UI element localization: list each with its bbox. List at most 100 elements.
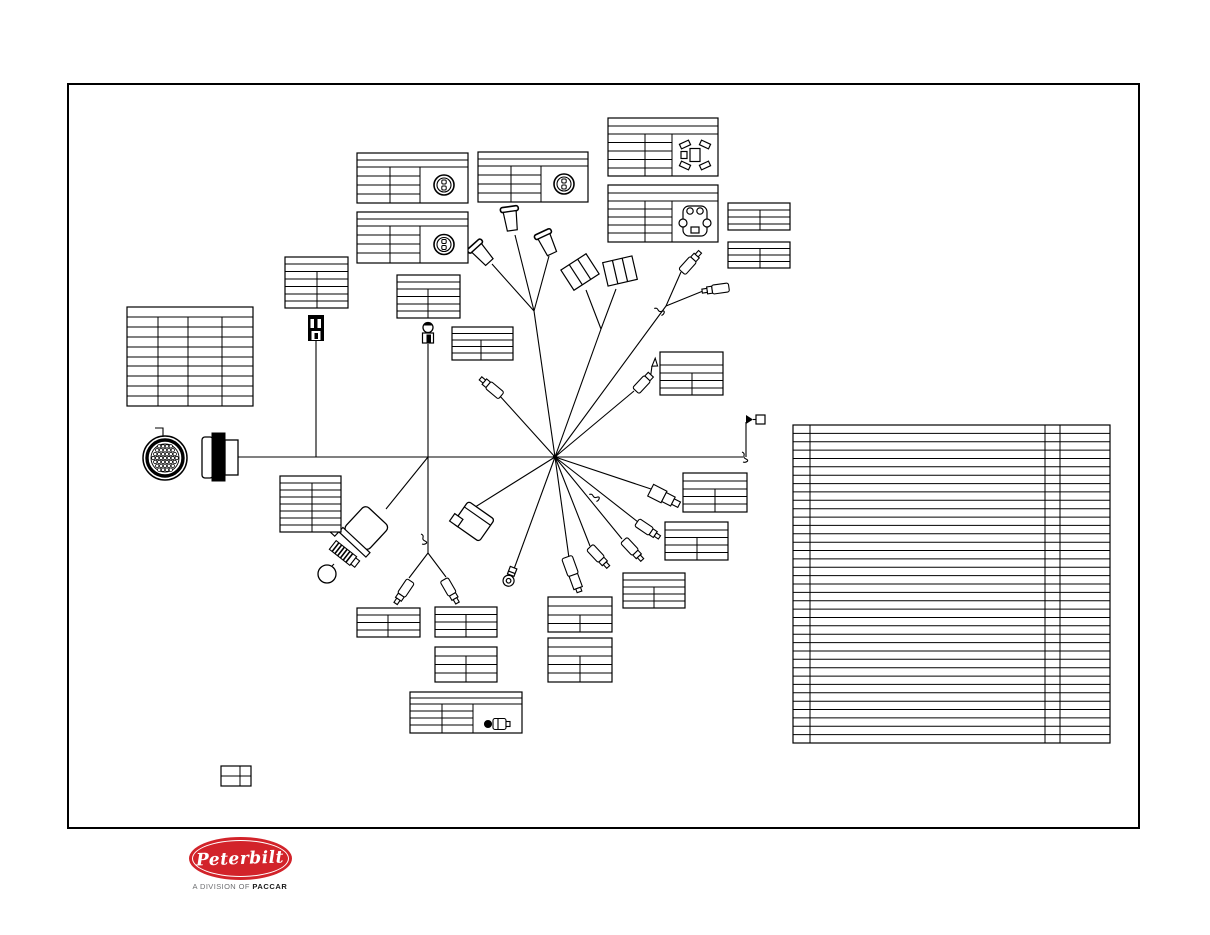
harness-wire-10 <box>533 255 550 312</box>
peterbilt-oval-badge: Peterbilt <box>188 837 292 880</box>
connector-pin <box>151 455 156 461</box>
harness-wire-8 <box>491 263 535 312</box>
plug-receptacle-2 <box>499 204 523 233</box>
paccar-tagline: A DIVISION OF PACCAR <box>185 882 295 891</box>
square-connector-b <box>448 501 495 542</box>
connector-pin <box>164 444 170 449</box>
connector-pin <box>174 455 179 461</box>
table-callout-623 <box>622 572 686 609</box>
peterbilt-logo: Peterbilt A DIVISION OF PACCAR <box>185 837 295 891</box>
connector-pin <box>166 455 171 461</box>
barrel-connector <box>201 432 239 482</box>
harness-wire-21 <box>554 456 570 559</box>
oval-inner-ring <box>191 840 289 877</box>
striped-connector-1 <box>560 253 600 291</box>
harness-wire-25 <box>554 456 652 490</box>
bullet-terminal-se-1 <box>647 483 683 512</box>
tagline-prefix: A DIVISION OF <box>192 882 250 891</box>
connector-pin <box>162 463 168 468</box>
connector-pin <box>166 448 171 453</box>
connector-pin <box>155 448 160 453</box>
harness-wire-5 <box>427 552 447 578</box>
table-callout-top-3 <box>477 151 589 203</box>
drawing-border <box>67 83 1140 829</box>
bullet-terminal-flagged <box>629 357 665 395</box>
table-small-right-2 <box>727 241 791 269</box>
connector-pin <box>155 463 160 468</box>
harness-wire-24 <box>554 456 639 523</box>
ground-ring <box>317 564 337 584</box>
ring-head-pin-connector <box>421 321 435 344</box>
harness-wire-27 <box>155 427 164 437</box>
connector-pin <box>160 444 166 449</box>
bullet-terminal-upper-left <box>477 374 505 400</box>
connector-pin <box>166 463 171 468</box>
table-callout-right-1 <box>607 117 719 177</box>
striped-connector-2 <box>602 255 638 287</box>
table-small-right-1 <box>727 202 791 231</box>
connector-pin <box>168 467 173 472</box>
harness-wire-18 <box>498 394 556 458</box>
strain-relief-curl-2 <box>420 533 428 545</box>
bullet-terminal-long <box>561 554 586 595</box>
table-callout-548b <box>547 637 613 683</box>
bullet-terminal-sw-1 <box>391 577 415 607</box>
harness-wire-20 <box>513 456 556 570</box>
connector-pin <box>168 444 173 449</box>
harness-wire-9 <box>514 234 535 312</box>
harness-wire-13 <box>600 288 617 330</box>
table-outline <box>451 326 514 361</box>
harness-wire-layer <box>155 234 749 579</box>
connector-pin <box>160 459 166 464</box>
circle2pin-symbol <box>433 174 455 196</box>
table-callout-435b <box>434 646 498 683</box>
table-callout-452 <box>451 326 514 361</box>
harness-wire-6 <box>385 456 429 510</box>
table-callout-548a <box>547 596 613 633</box>
table-callout-435a <box>434 606 498 638</box>
harness-wire-16 <box>665 290 704 307</box>
harness-wire-15 <box>665 271 682 307</box>
table-callout-683 <box>682 472 748 513</box>
plug-receptacle-1 <box>465 237 497 269</box>
black-two-slot-connector <box>308 315 324 341</box>
table-mini-callout <box>220 765 252 787</box>
harness-wire-23 <box>554 456 623 540</box>
harness-wire-11 <box>554 328 602 458</box>
circle2pin-symbol <box>433 233 455 256</box>
harness-breakout-hub <box>552 454 558 460</box>
connector-pin <box>157 451 162 457</box>
bullet-terminal-upper-right-1 <box>678 248 704 276</box>
connector-pin <box>159 463 164 468</box>
bullet-terminal-sw-2 <box>439 576 462 606</box>
harness-wire-19 <box>463 456 556 515</box>
connector-pin <box>157 467 162 472</box>
callout-table-layer <box>126 117 1111 787</box>
connector-pin <box>160 467 166 472</box>
table-callout-top-2 <box>356 211 469 264</box>
tagline-brand: PACCAR <box>252 882 288 891</box>
harness-wire-4 <box>408 552 429 579</box>
connector-pin <box>162 448 168 453</box>
bullet-terminal-se-3 <box>619 536 647 564</box>
harness-wire-22 <box>554 456 591 547</box>
plug-receptacle-3 <box>532 227 561 259</box>
round-connector-ring <box>145 438 185 478</box>
table-callout-285 <box>284 256 349 309</box>
table-callout-280 <box>279 475 342 533</box>
connector-pin <box>164 467 170 472</box>
connector-pin <box>159 455 164 461</box>
round-connector-face <box>150 443 180 473</box>
connector-pin <box>157 459 162 464</box>
bullet-terminal-se-2 <box>633 518 663 542</box>
connector-pin <box>162 455 168 461</box>
unique-connectors <box>142 315 766 584</box>
table-callout-660 <box>659 351 724 396</box>
connector-pin <box>172 451 177 457</box>
connector-pin <box>170 448 175 453</box>
connector-pin <box>164 451 170 457</box>
connector-pin <box>160 451 166 457</box>
table-callout-right-2 <box>607 184 719 243</box>
